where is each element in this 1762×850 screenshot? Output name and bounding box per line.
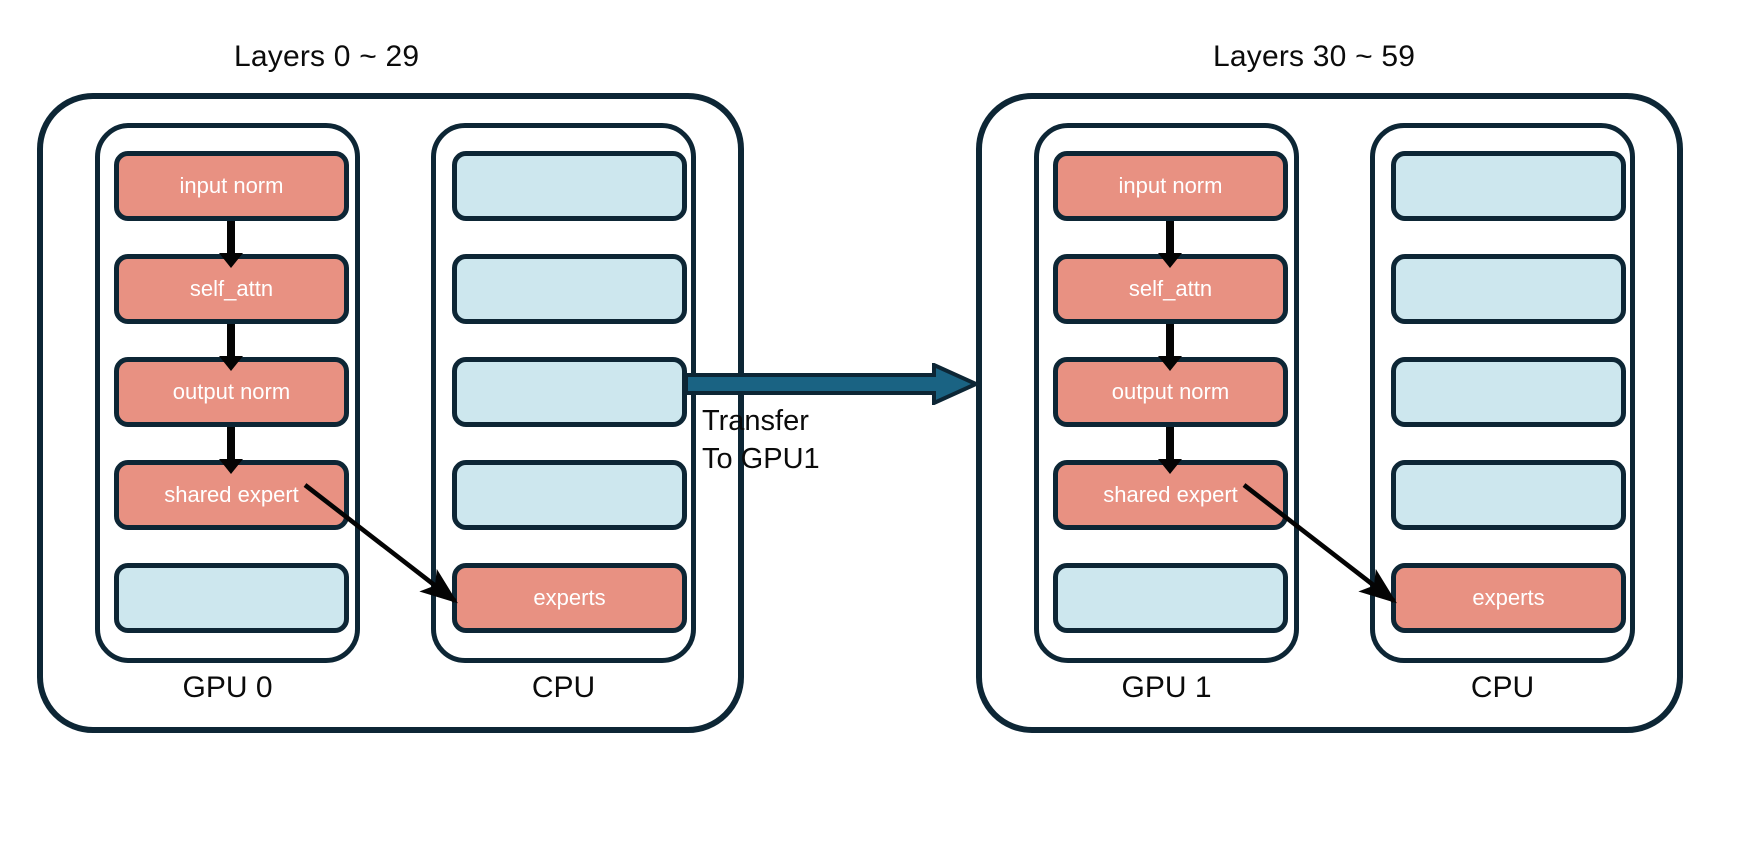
block-empty-slot[interactable] [1391,151,1626,221]
device-panel-left: input norm self_attn output norm shared … [37,93,744,733]
down-arrow-icon [1158,427,1182,474]
block-empty-slot[interactable] [1391,460,1626,530]
gpu-column-left: input norm self_attn output norm shared … [95,123,360,663]
transfer-arrow-label: Transfer To GPU1 [702,402,942,479]
device-panel-right: input norm self_attn output norm shared … [976,93,1683,733]
transfer-label-line1: Transfer [702,405,809,437]
down-arrow-icon [1158,324,1182,371]
gpu-column-right: input norm self_attn output norm shared … [1034,123,1299,663]
cpu-column-left: experts [431,123,696,663]
block-empty-slot[interactable] [1391,254,1626,324]
down-arrow-icon [219,221,243,268]
block-empty-slot[interactable] [1053,563,1288,633]
block-empty-slot[interactable] [452,151,687,221]
block-empty-slot[interactable] [114,563,349,633]
block-empty-slot[interactable] [1391,357,1626,427]
block-empty-slot[interactable] [452,254,687,324]
down-arrow-icon [219,427,243,474]
panel-title-left: Layers 0 ~ 29 [234,40,420,73]
device-label-gpu0: GPU 0 [182,671,273,704]
block-input-norm[interactable]: input norm [1053,151,1288,221]
block-input-norm[interactable]: input norm [114,151,349,221]
block-experts[interactable]: experts [1391,563,1626,633]
block-empty-slot[interactable] [452,357,687,427]
block-experts[interactable]: experts [452,563,687,633]
device-label-cpu-right: CPU [1470,671,1535,704]
down-arrow-icon [219,324,243,371]
cpu-column-right: experts [1370,123,1635,663]
panel-title-right: Layers 30 ~ 59 [1213,40,1416,73]
device-label-cpu-left: CPU [531,671,596,704]
down-arrow-icon [1158,221,1182,268]
device-label-gpu1: GPU 1 [1121,671,1212,704]
transfer-arrow-icon [686,363,978,405]
block-empty-slot[interactable] [452,460,687,530]
transfer-label-line2: To GPU1 [702,443,820,476]
